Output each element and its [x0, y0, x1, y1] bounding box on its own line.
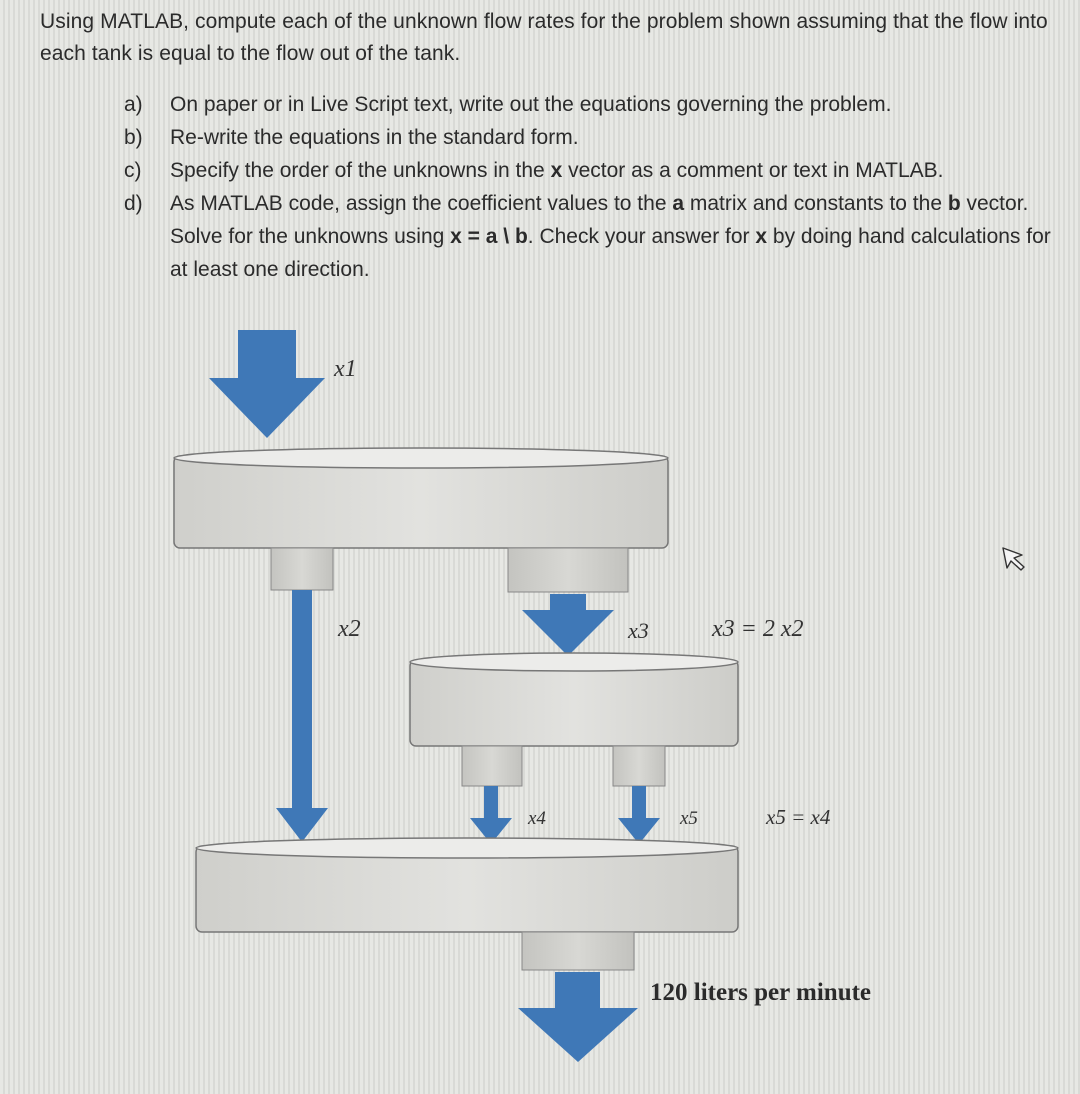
task-d: d) As MATLAB code, assign the coefficient… — [124, 187, 1074, 286]
label-x2: x2 — [337, 616, 361, 642]
task-a: a) On paper or in Live Script text, write… — [124, 88, 1074, 121]
task-text: Specify the order of the unknowns in the… — [170, 159, 944, 182]
outlet-pipe-x4 — [461, 745, 523, 787]
middle-tank — [409, 652, 739, 747]
top-tank — [173, 447, 669, 549]
outlet-pipe-x3 — [507, 547, 629, 593]
task-text: Re-write the equations in the standard f… — [170, 126, 579, 149]
outlet-pipe-x2 — [270, 547, 334, 591]
inflow-arrow-x1 — [209, 330, 325, 438]
flow-arrow-x2 — [276, 590, 328, 842]
problem-intro: Using MATLAB, compute each of the unknow… — [40, 10, 1048, 65]
task-c: c) Specify the order of the unknowns in t… — [124, 154, 1074, 187]
label-x1: x1 — [333, 356, 357, 382]
outflow-label: 120 liters per minute — [650, 979, 871, 1006]
task-text: As MATLAB code, assign the coefficient v… — [170, 192, 1051, 281]
bottom-tank — [195, 837, 739, 933]
relation-x3-x2: x3 = 2 x2 — [711, 616, 804, 642]
outlet-pipe-bottom — [521, 931, 635, 971]
outlet-pipe-x5 — [612, 745, 666, 787]
task-text: On paper or in Live Script text, write o… — [170, 93, 892, 116]
relation-x5-x4: x5 = x4 — [765, 805, 831, 829]
label-x3: x3 — [627, 618, 649, 643]
mouse-cursor-icon — [1002, 547, 1025, 571]
task-marker: b) — [124, 126, 143, 149]
label-x5: x5 — [679, 808, 698, 829]
outflow-arrow — [518, 972, 638, 1062]
label-x4: x4 — [527, 808, 546, 829]
task-marker: d) — [124, 192, 143, 215]
task-marker: c) — [124, 159, 142, 182]
flow-arrow-x5 — [618, 786, 660, 844]
task-b: b) Re-write the equations in the standard… — [124, 121, 1074, 154]
flow-arrow-x4 — [470, 786, 512, 844]
task-list: a) On paper or in Live Script text, write… — [124, 88, 1074, 286]
flow-arrow-x3 — [522, 594, 614, 656]
task-marker: a) — [124, 93, 143, 116]
